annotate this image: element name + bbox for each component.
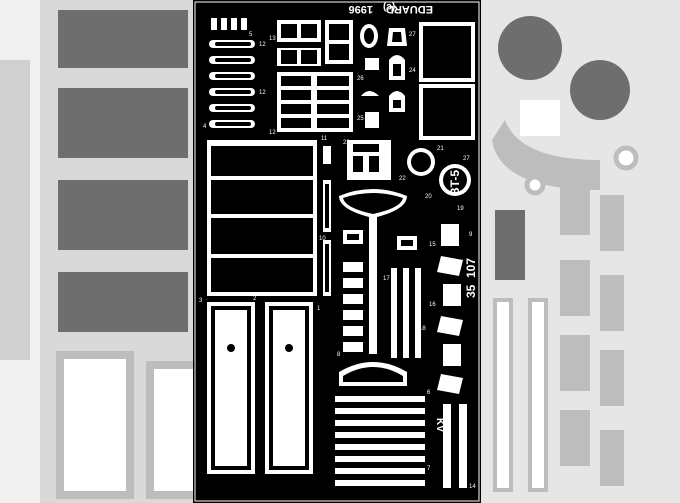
- part-number-small-6: 6: [427, 390, 431, 396]
- ghost-left-panels: [0, 0, 204, 503]
- part-number-hatch-b: 24: [409, 68, 416, 74]
- mirror-mark: KV: [434, 418, 445, 432]
- part-number-plate-3: 3: [199, 298, 203, 304]
- part-number-clip-19: 19: [457, 206, 464, 212]
- part-number-side-9: 9: [469, 232, 473, 238]
- left-big-grid: [207, 140, 317, 296]
- part-number-disc-20: 20: [425, 194, 432, 200]
- part-number-rack-b: 12: [259, 90, 266, 96]
- part-number-top-strip: 5: [249, 32, 253, 38]
- set-label: 35 107: [464, 258, 478, 298]
- set-number-label: 107: [464, 258, 478, 278]
- part-number-small-8: 8: [337, 352, 341, 358]
- model-label: BT-5: [448, 170, 462, 196]
- part-number-disc-21: 21: [437, 146, 444, 152]
- part-number-rack-11: 11: [321, 136, 328, 142]
- ghost-right-panels: [478, 0, 680, 503]
- part-number-side-17: 17: [383, 276, 390, 282]
- fret-maker-label: EDUARD 1996: [349, 3, 433, 15]
- part-number-side-16: 16: [429, 302, 436, 308]
- scale-label: 35: [464, 284, 478, 298]
- part-number-head: 23: [343, 140, 350, 146]
- bottom-left-plates: [207, 302, 313, 474]
- small-links: [343, 262, 363, 352]
- head-part: [347, 140, 391, 180]
- center-fork: [339, 189, 407, 386]
- part-number-top-block: 13: [269, 36, 276, 42]
- part-number-hatch-a: 27: [409, 32, 416, 38]
- maker-name: EDUARD: [386, 3, 433, 15]
- copyright-mark: (c): [383, 1, 395, 12]
- part-number-rack-a: 12: [259, 42, 266, 48]
- part-number-small-7: 7: [427, 466, 431, 472]
- part-number-side-15: 15: [429, 242, 436, 248]
- fret-frame: [194, 1, 480, 502]
- right-hatch-plates: [419, 22, 475, 140]
- part-number-disc-27: 27: [463, 156, 470, 162]
- part-number-clip-10: 10: [319, 236, 326, 242]
- bottom-right-pins: [443, 404, 467, 488]
- center-rails: [391, 268, 421, 358]
- right-side-parts: [437, 224, 463, 394]
- bottom-long-bars: [335, 396, 425, 486]
- maker-year: 1996: [349, 3, 373, 15]
- part-number-hatch-d: 25: [357, 116, 364, 122]
- top-teeth: [211, 18, 247, 30]
- part-number-plate-1: 1: [317, 306, 321, 312]
- part-number-left-2: 2: [253, 296, 257, 302]
- photo-etch-fret: 5 12 12 4 13: [193, 0, 481, 503]
- part-number-disc-22: 22: [399, 176, 406, 182]
- discs: [407, 148, 471, 196]
- part-number-hatch-c: 26: [357, 76, 364, 82]
- part-number-rack-4: 4: [203, 124, 207, 130]
- part-number-rack-c: 12: [269, 130, 276, 136]
- part-number-small-14: 14: [469, 484, 476, 490]
- part-number-small-18: 18: [419, 326, 426, 332]
- hatch-parts: [360, 24, 407, 128]
